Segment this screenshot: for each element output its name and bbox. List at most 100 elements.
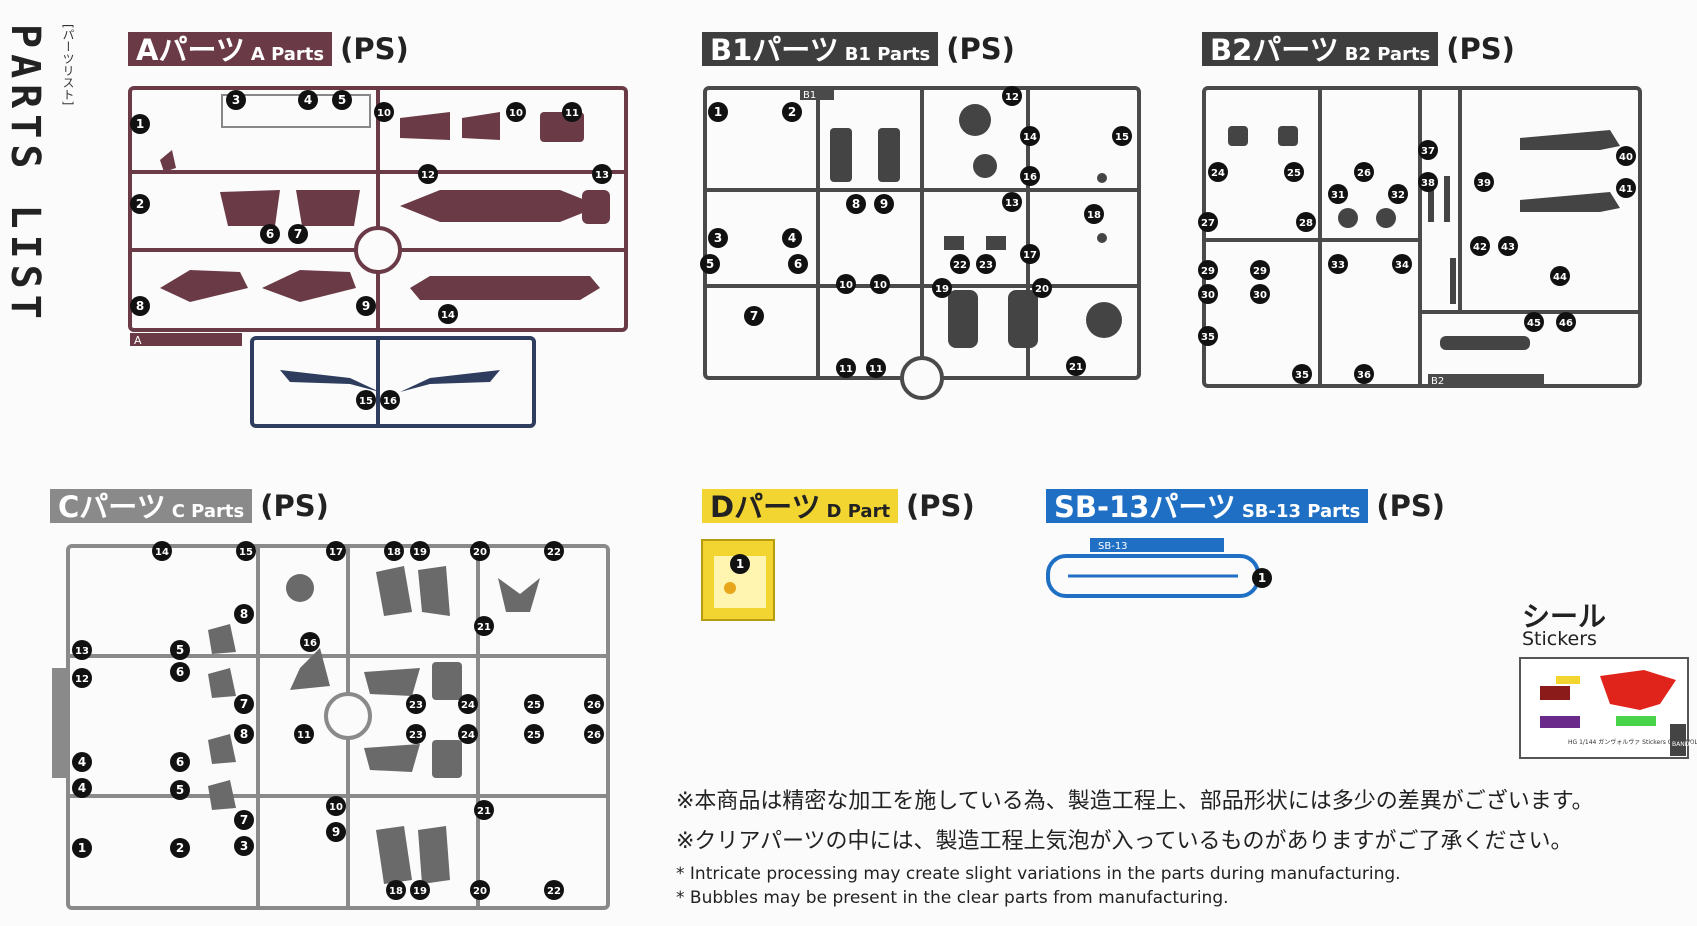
section-header-a: Aパーツ A Parts (PS) (128, 32, 409, 67)
part-number-badge (380, 390, 400, 410)
part-number-label: 18 (1087, 210, 1101, 221)
runner-a-sub-parts (280, 370, 500, 392)
sticker-yellow (1556, 676, 1580, 684)
part-number-badge (1418, 172, 1438, 192)
part-number-badge (474, 800, 494, 820)
runner-b2 (1202, 86, 1642, 388)
part-number-label: 35 (1201, 332, 1215, 343)
part-number-b1-8: 8 (846, 194, 866, 214)
part-number-a-6: 6 (260, 224, 280, 244)
part-number-badge (562, 102, 582, 122)
part-number-label: 46 (1559, 318, 1573, 329)
part-number-badge (1616, 146, 1636, 166)
part-number-label: 20 (473, 886, 487, 897)
part-number-b1-10: 10 (870, 274, 890, 294)
part-number-b2-37: 37 (1418, 140, 1438, 160)
part-number-label: 22 (953, 260, 967, 271)
part-number-label: 16 (303, 638, 317, 649)
part-number-b1-21: 21 (1066, 356, 1086, 376)
part-number-badge (458, 694, 478, 714)
part-number-badge (356, 296, 376, 316)
part-number-label: 43 (1501, 242, 1515, 253)
section-sb13-material: (PS) (1376, 489, 1445, 523)
part-number-label: 7 (294, 227, 302, 241)
part-number-badge (236, 541, 256, 561)
part-number-badge (170, 752, 190, 772)
part-number-b1-19: 19 (932, 278, 952, 298)
part-number-a-8: 8 (130, 296, 150, 316)
part-number-b2-35: 35 (1292, 364, 1312, 384)
part-number-c-20: 20 (470, 880, 490, 900)
section-sb13-en: SB-13 Parts (1241, 501, 1361, 522)
section-sb13-jp: SB-13パーツ (1054, 490, 1236, 524)
part-number-b2-25: 25 (1284, 162, 1304, 182)
part-number-label: 6 (176, 755, 184, 769)
part-number-b2-26: 26 (1354, 162, 1374, 182)
part-number-badge (1112, 126, 1132, 146)
part-number-c-25: 25 (524, 694, 544, 714)
part-number-label: 1 (714, 105, 722, 119)
part-number-badge (234, 810, 254, 830)
part-number-a-16: 16 (380, 390, 400, 410)
part-number-label: 12 (75, 674, 89, 685)
section-label-sb13: SB-13パーツ SB-13 Parts (1046, 489, 1369, 524)
part-number-label: 45 (1527, 318, 1541, 329)
part-number-b1-14: 14 (1020, 126, 1040, 146)
section-b1-en: B1 Parts (844, 44, 931, 65)
part-number-c-23: 23 (406, 694, 426, 714)
part-number-label: 23 (979, 260, 993, 271)
sticker-dark-red (1540, 686, 1570, 700)
part-number-badge (406, 694, 426, 714)
part-number-badge (1198, 212, 1218, 232)
part-number-badge (584, 694, 604, 714)
part-number-label: 9 (880, 197, 888, 211)
part-number-label: 14 (1023, 132, 1037, 143)
section-header-c: Cパーツ C Parts (PS) (50, 489, 329, 524)
sticker-purple (1540, 716, 1580, 728)
part-number-badge (1066, 356, 1086, 376)
part-number-c-20: 20 (470, 541, 490, 561)
part-number-label: 26 (587, 730, 601, 741)
part-number-label: 4 (304, 93, 312, 107)
part-number-b2-24: 24 (1208, 162, 1228, 182)
part-number-c-18: 18 (386, 880, 406, 900)
part-number-badge (870, 274, 890, 294)
part-number-label: 29 (1253, 266, 1267, 277)
part-number-label: 33 (1331, 260, 1345, 271)
part-number-c-14: 14 (152, 541, 172, 561)
note-jp-1: ※本商品は精密な加工を施している為、製造工程上、部品形状には多少の差異がございま… (676, 789, 1594, 814)
part-number-b1-11: 11 (866, 358, 886, 378)
part-number-label: 36 (1357, 370, 1371, 381)
part-number-badge (1084, 204, 1104, 224)
part-number-label: 44 (1553, 272, 1567, 283)
part-number-label: 9 (362, 299, 370, 313)
stickers-title: シール (1522, 600, 1607, 633)
part-number-badge (170, 780, 190, 800)
part-number-b1-1: 1 (708, 102, 728, 122)
part-number-label: 1 (736, 557, 744, 571)
part-number-c-18: 18 (384, 541, 404, 561)
part-number-label: 20 (1035, 284, 1049, 295)
part-number-b2-41: 41 (1616, 178, 1636, 198)
part-number-c-22: 22 (544, 541, 564, 561)
part-number-label: 8 (240, 727, 248, 741)
part-number-badge (72, 838, 92, 858)
part-number-label: 13 (595, 170, 609, 181)
part-number-c-5: 5 (170, 780, 190, 800)
part-number-badge (234, 694, 254, 714)
section-header-d: Dパーツ D Part (PS) (702, 489, 975, 524)
part-number-badge (1208, 162, 1228, 182)
part-number-b2-31: 31 (1328, 184, 1348, 204)
part-number-badge (1198, 284, 1218, 304)
part-number-label: 27 (1201, 218, 1215, 229)
part-number-c-12: 12 (72, 668, 92, 688)
part-number-badge (418, 164, 438, 184)
part-number-c-9: 9 (326, 822, 346, 842)
part-number-label: 11 (297, 730, 311, 741)
runner-b2-tag (1428, 374, 1544, 386)
part-number-c-3: 3 (234, 836, 254, 856)
part-number-badge (1250, 284, 1270, 304)
part-number-a-15: 15 (356, 390, 376, 410)
part-number-label: 38 (1421, 178, 1435, 189)
part-number-badge (170, 838, 190, 858)
